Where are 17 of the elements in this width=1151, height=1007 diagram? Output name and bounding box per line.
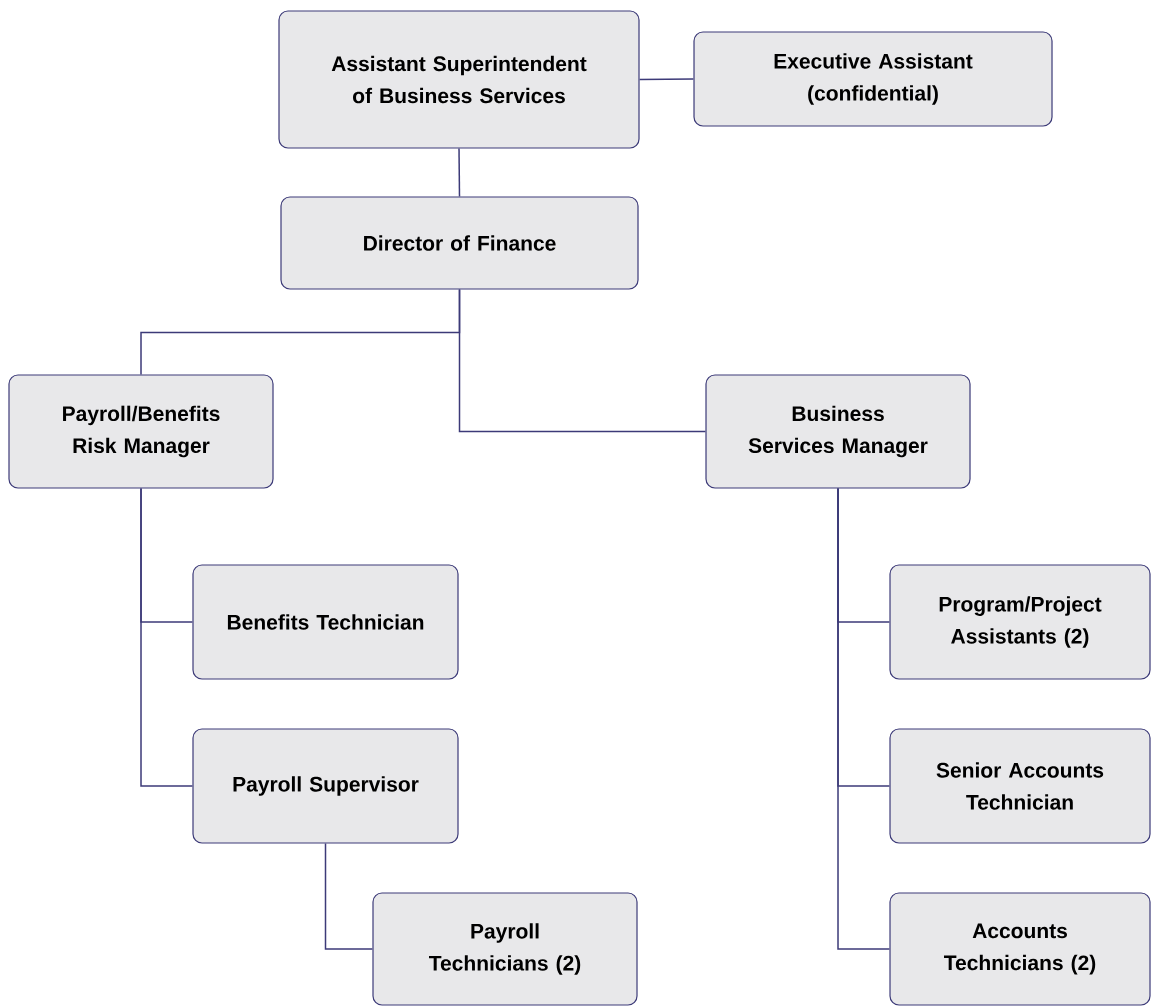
connector-line <box>638 78 695 81</box>
org-box: Payroll Technicians (2) <box>372 892 638 1006</box>
org-box: Assistant Superintendent of Business Services <box>278 10 640 149</box>
org-box: Payroll Supervisor <box>192 728 459 844</box>
org-box: Director of Finance <box>280 196 639 290</box>
org-box: Senior Accounts Technician <box>889 728 1151 844</box>
connector-line <box>837 487 891 950</box>
org-box: Executive Assistant (confidential) <box>693 31 1053 127</box>
connector-line <box>140 487 194 787</box>
connector-line <box>458 147 461 198</box>
org-box: Payroll/Benefits Risk Manager <box>8 374 274 489</box>
org-box: Accounts Technicians (2) <box>889 892 1151 1006</box>
org-box: Program/Project Assistants (2) <box>889 564 1151 680</box>
org-box: Business Services Manager <box>705 374 971 489</box>
connector-line <box>458 288 707 433</box>
org-box: Benefits Technician <box>192 564 459 680</box>
connector-line <box>324 842 374 950</box>
